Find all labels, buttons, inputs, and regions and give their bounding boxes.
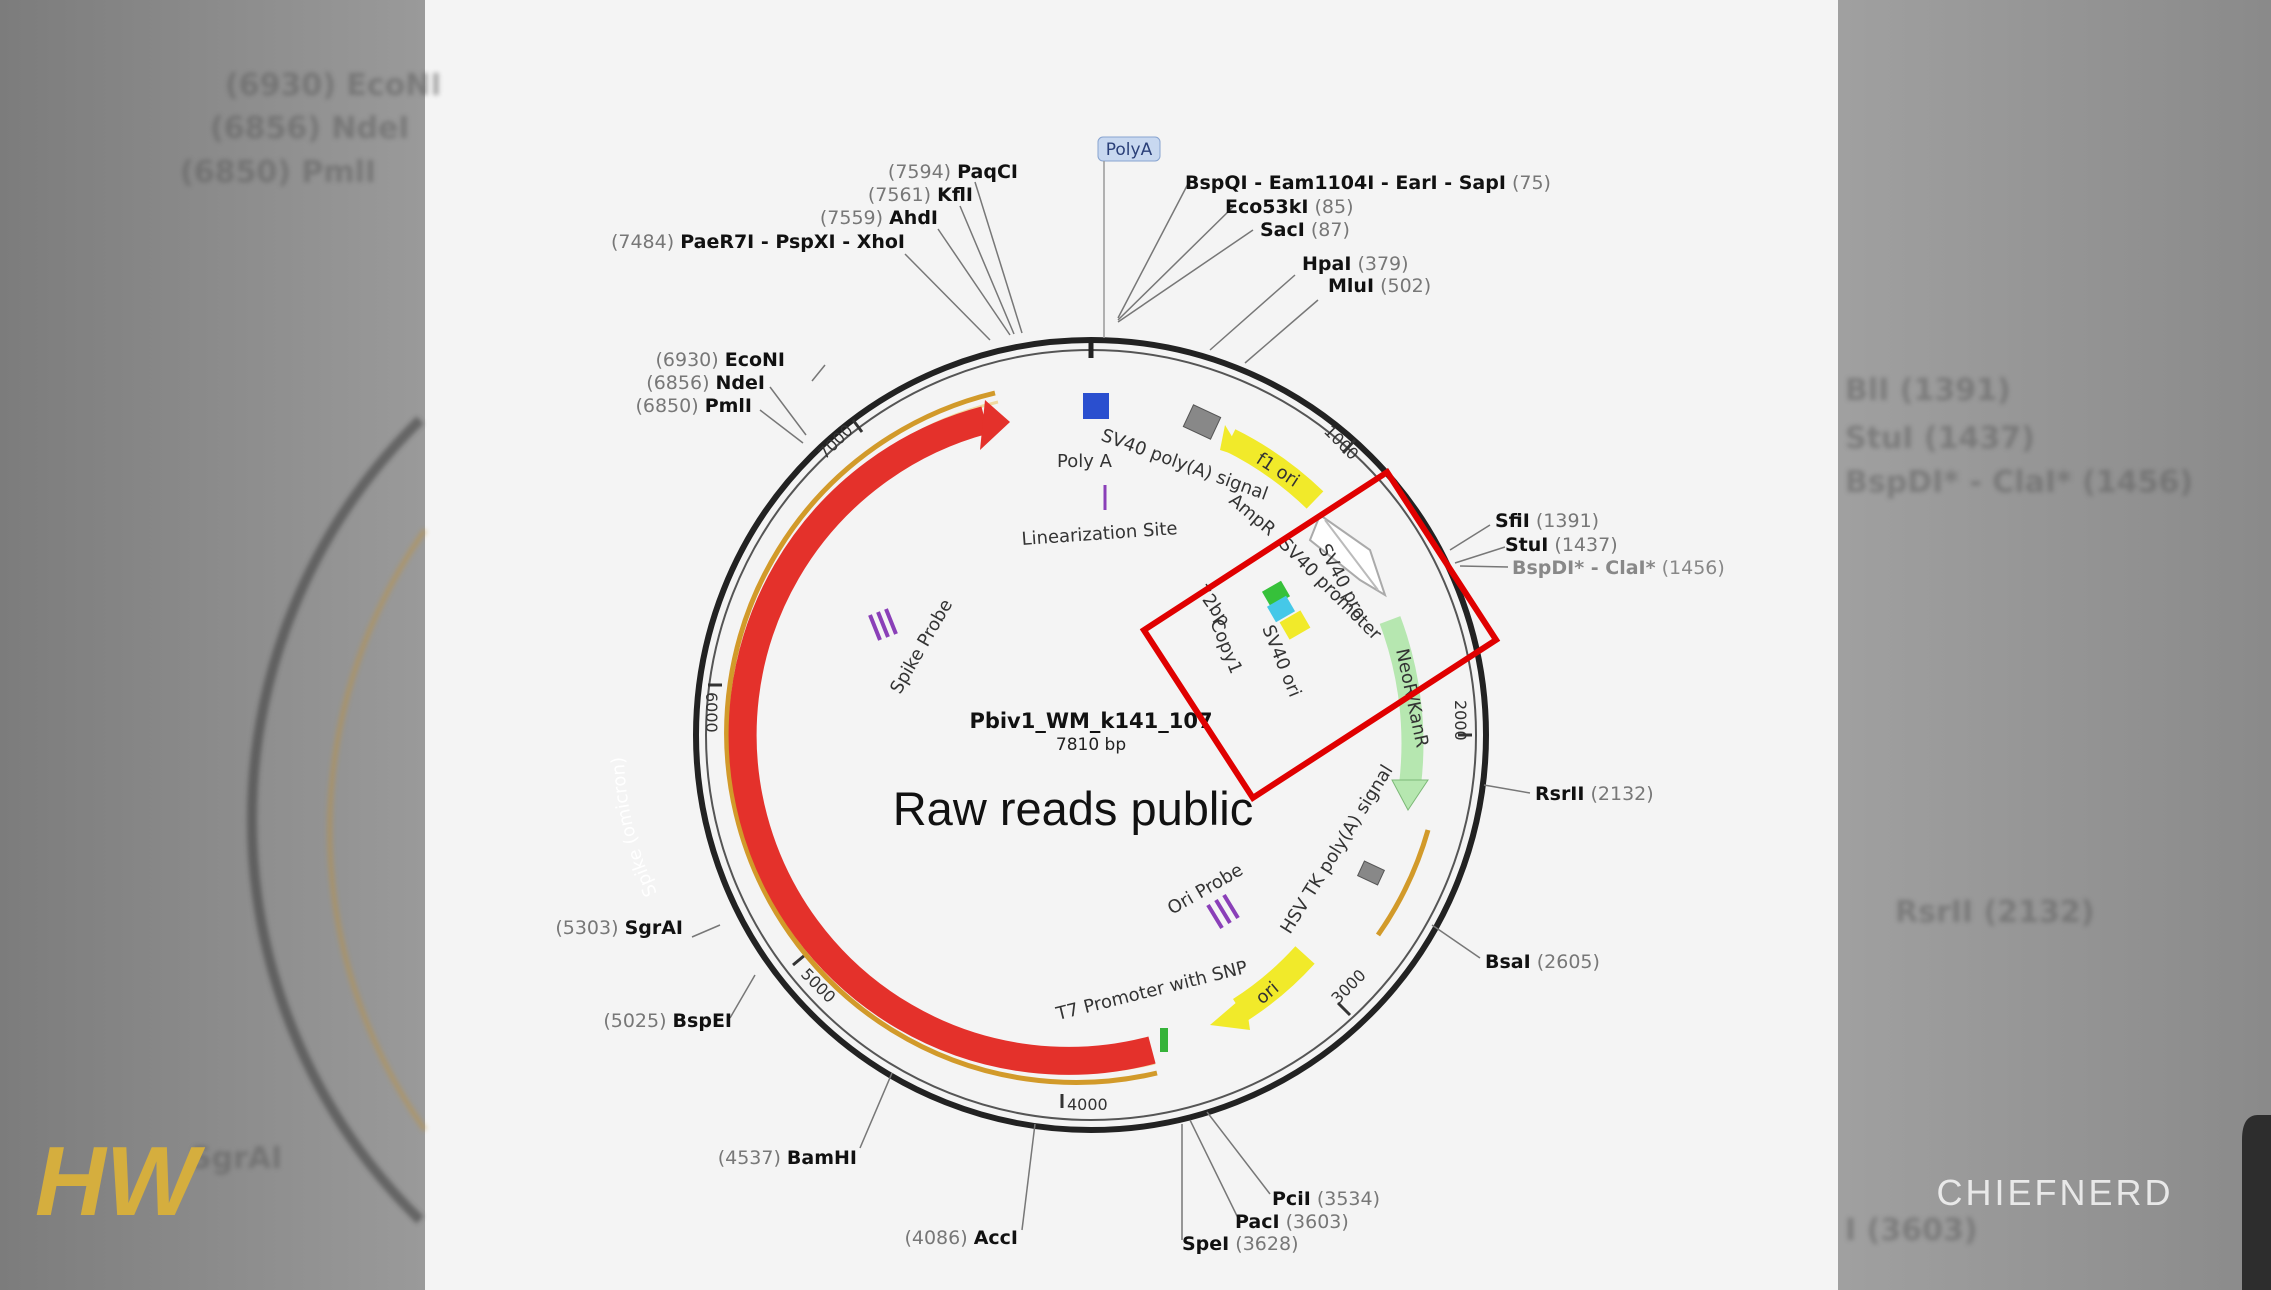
plasmid-size: 7810 bp: [1056, 735, 1126, 755]
site-hpai: HpaI (379): [1302, 253, 1409, 275]
ori-probe-marker: [1206, 893, 1240, 930]
ghost-left-strand: [327, 528, 428, 1132]
ghost-right-label: BlI (1391): [1845, 373, 2011, 408]
sv40-polya-block: [1182, 404, 1222, 440]
highlight-box: [1139, 468, 1501, 802]
probe-bar: [1214, 898, 1232, 925]
t7-label: T7 Promoter with SNP: [1053, 957, 1250, 1025]
tick-label-1000: 1000: [1320, 421, 1362, 463]
ghost-left: (6930) EcoNI (6856) NdeI (6850) PmlI Sgr…: [180, 68, 442, 1224]
spike-feature-arc: [728, 406, 1156, 1075]
polya-tag-label: PolyA: [1106, 140, 1153, 160]
neo-kan-feature: [1379, 616, 1424, 787]
site-sfii: SfiI (1391): [1495, 510, 1599, 532]
site-eco53ki: Eco53kI (85): [1225, 196, 1354, 218]
site-leader-lines: [691, 179, 1531, 1240]
ghost-right-label: BspDI* - ClaI* (1456): [1845, 465, 2193, 500]
site-rsrii: RsrII (2132): [1535, 783, 1654, 805]
sites-right: BspQI - Eam1104I - EarI - SapI (75) Eco5…: [1182, 172, 1725, 1255]
site-mlui: MluI (502): [1328, 275, 1431, 297]
site-kfli: (7561) KflI: [868, 184, 973, 206]
probe-bar: [876, 611, 890, 638]
block-yellow: [1279, 610, 1311, 640]
ghost-left-label: (6850) PmlI: [180, 155, 376, 190]
ghost-left-label: SgrAI: [190, 1141, 282, 1176]
site-acci: (4086) AccI: [904, 1227, 1018, 1249]
probe-bar: [868, 614, 882, 641]
site-stui: StuI (1437): [1505, 534, 1618, 556]
blurred-background-right: [1838, 0, 2271, 1290]
overlay-caption: Raw reads public: [893, 782, 1254, 835]
site-xhoi: (7484) PaeR7I - PspXI - XhoI: [611, 231, 905, 253]
tick-label-3000: 3000: [1327, 966, 1369, 1008]
spike-strand-outer: [724, 390, 1158, 1085]
site-paci: PacI (3603): [1235, 1211, 1349, 1233]
sv40-promoter-outline: [1324, 519, 1379, 591]
tick-label-7000: 7000: [814, 421, 856, 463]
tick-5000: [792, 953, 806, 967]
hsv-label: HSV TK poly(A) signal: [1276, 761, 1397, 937]
copy1-label: Copy1: [1205, 616, 1246, 677]
site-paqci: (7594) PaqCI: [888, 161, 1018, 183]
hsv-strand: [1375, 829, 1431, 937]
f1-ori-arrowhead: [1220, 425, 1245, 458]
neo-kan-arrowhead: [1391, 779, 1429, 811]
corner-overlay: [2242, 1115, 2271, 1290]
site-pcii: PciI (3534): [1272, 1188, 1380, 1210]
site-clai: BspDI* - ClaI* (1456): [1512, 557, 1725, 579]
plasmid-name: Pbiv1_WM_k141_107: [969, 709, 1212, 733]
plasmid-map-panel: [425, 0, 1838, 1290]
site-bsai: BsaI (2605): [1485, 951, 1600, 973]
probe-bar: [1206, 903, 1224, 930]
tick-1000: [1341, 438, 1357, 455]
ghost-right-label: RsrII (2132): [1895, 895, 2094, 930]
probe-bar: [884, 608, 898, 635]
site-ndei: (6856) NdeI: [646, 372, 765, 394]
spike-label: Spike (omicron): [608, 756, 662, 899]
ghost-left-label: (6930) EcoNI: [225, 68, 442, 103]
site-sgrai: (5303) SgrAI: [555, 917, 683, 939]
ori-arrowhead: [1210, 995, 1250, 1030]
hsv-block: [1356, 860, 1386, 886]
ghost-left-label: (6856) NdeI: [210, 111, 409, 146]
site-sapi: BspQI - Eam1104I - EarI - SapI (75): [1185, 172, 1551, 194]
site-saci: SacI (87): [1260, 219, 1350, 241]
watermark: CHIEFNERD: [1936, 1172, 2173, 1213]
block-green: [1261, 580, 1291, 608]
sites-left: (7594) PaqCI (7561) KflI (7559) AhdI (74…: [555, 161, 1018, 1249]
ghost-right: BlI (1391) StuI (1437) BspDI* - ClaI* (1…: [1845, 373, 2193, 1248]
site-pmli: (6850) PmlI: [635, 395, 752, 417]
site-bspei: (5025) BspEI: [603, 1010, 732, 1032]
site-econi: (6930) EcoNI: [656, 349, 786, 371]
spike-probe-marker: [868, 608, 898, 641]
f1-ori-feature: [1224, 429, 1324, 509]
probe-bar: [1222, 893, 1240, 920]
tick-7000: [851, 419, 864, 433]
linearization-label: Linearization Site: [1021, 518, 1178, 550]
poly-a-block: [1083, 393, 1109, 419]
polya-tag-box: [1097, 136, 1161, 162]
block-cyan: [1266, 595, 1296, 623]
spike-probe-label: Spike Probe: [886, 596, 957, 698]
ghost-left-backbone: [246, 416, 424, 1224]
tick-label-6000: 6000: [702, 692, 721, 733]
blurred-background-left: [0, 0, 425, 1290]
poly-a-label: Poly A: [1057, 451, 1113, 472]
ghost-right-label: StuI (1437): [1845, 421, 2035, 456]
ghost-right-label: I (3603): [1845, 1213, 1978, 1248]
enhancer-blocks: [1261, 580, 1311, 640]
plasmid-backbone: [693, 337, 1489, 1133]
site-bamhi: (4537) BamHI: [718, 1147, 857, 1169]
tick-label-4000: 4000: [1067, 1095, 1108, 1114]
tick-3000: [1336, 1001, 1352, 1017]
t7-promoter-block: [1160, 1028, 1168, 1052]
site-spei: SpeI (3628): [1182, 1233, 1298, 1255]
tick-label-2000: 2000: [1451, 700, 1470, 741]
logo: HW: [35, 1126, 206, 1236]
spike-arrowhead: [980, 400, 1010, 450]
site-ahdi: (7559) AhdI: [820, 207, 938, 229]
